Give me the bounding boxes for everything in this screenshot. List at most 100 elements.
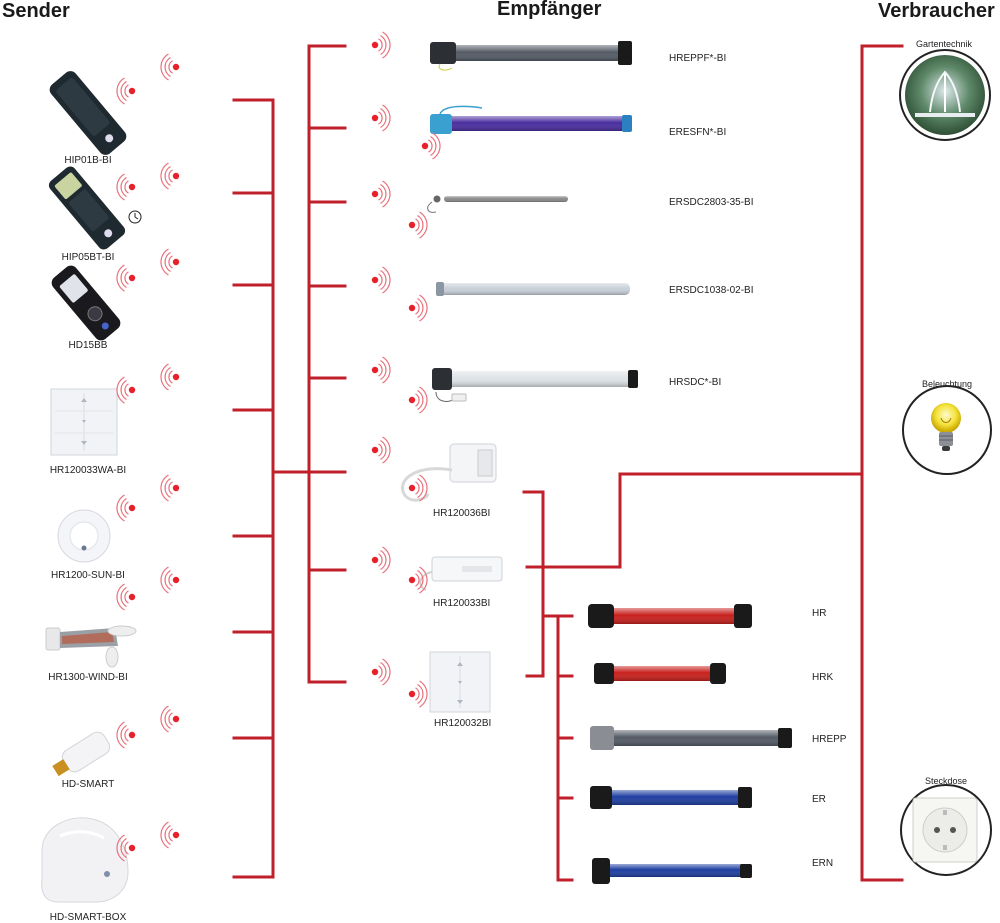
signal-icon: [408, 566, 428, 594]
consumer-column: Gartentechnik Beleuchtung Steckdose: [899, 39, 992, 876]
motor-ern[interactable]: ERN: [592, 858, 833, 884]
sender-label: HD15BB: [69, 340, 108, 351]
wall-receiver-icon: [429, 651, 491, 713]
motor-er[interactable]: ER: [590, 786, 826, 809]
motor-hrepp[interactable]: HREPP: [590, 726, 847, 750]
header-consumer: Verbraucher: [878, 0, 995, 22]
motor-label: HR: [812, 608, 826, 619]
sender-label: HD-SMART: [62, 779, 115, 790]
fountain-icon: [899, 49, 991, 141]
signal-icon: [408, 474, 428, 502]
wiring: [232, 44, 904, 882]
consumer-label: Beleuchtung: [922, 379, 972, 389]
socket-icon: [900, 784, 992, 876]
receiver-label: ERSDC2803-35-BI: [669, 197, 753, 208]
signal-icon: [160, 53, 180, 81]
sender-label: HIP01B-BI: [64, 155, 111, 166]
receiver-ersdc1038[interactable]: ERSDC1038-02-BI: [436, 282, 753, 296]
receiver-hreppf[interactable]: HREPPF*-BI: [430, 41, 726, 71]
signal-icon: [371, 31, 391, 59]
consumer-light[interactable]: Beleuchtung: [902, 379, 992, 475]
remote-control-icon: [49, 71, 127, 155]
signal-icon: [371, 658, 391, 686]
actuator-module-icon: [400, 443, 497, 502]
receiver-label: ERSDC1038-02-BI: [669, 285, 753, 296]
signal-icon: [160, 705, 180, 733]
signal-icon: [408, 386, 428, 414]
smart-box-icon: [41, 817, 129, 903]
signal-icon: [116, 583, 136, 611]
receiver-label: HR120033BI: [433, 598, 490, 609]
tubular-motor-icon: [590, 786, 752, 809]
signal-icon: [371, 104, 391, 132]
sender-hd-smart-box[interactable]: HD-SMART-BOX: [41, 817, 129, 923]
receiver-hr120032[interactable]: HR120032BI: [429, 651, 491, 729]
signal-icon: [116, 264, 136, 292]
consumer-label: Steckdose: [925, 776, 967, 786]
sender-hd-smart[interactable]: HD-SMART: [49, 729, 114, 790]
radio-signals: [116, 31, 441, 862]
receiver-column: HREPPF*-BI ERESFN*-BI ERSDC2803-35-BI: [400, 41, 754, 729]
signal-icon: [116, 834, 136, 862]
motor-label: HREPP: [812, 734, 847, 745]
light-bulb-icon: [902, 385, 992, 475]
receiver-eresfn[interactable]: ERESFN*-BI: [430, 105, 726, 138]
motor-label: ER: [812, 794, 826, 805]
thin-motor-icon: [436, 282, 630, 296]
remote-display-icon: [51, 265, 121, 341]
consumer-garden[interactable]: Gartentechnik: [899, 39, 991, 141]
signal-icon: [371, 266, 391, 294]
signal-icon: [408, 211, 428, 239]
tubular-motor-icon: [588, 604, 752, 628]
signal-icon: [408, 680, 428, 708]
receiver-hr120033[interactable]: HR120033BI: [419, 556, 503, 609]
sender-label: HR120033WA-BI: [50, 465, 126, 476]
motor-label: HRK: [812, 672, 833, 683]
sender-hr120033wa[interactable]: HR120033WA-BI: [50, 388, 126, 476]
motor-hr[interactable]: HR: [588, 604, 826, 628]
signal-icon: [160, 474, 180, 502]
signal-icon: [408, 294, 428, 322]
consumer-socket[interactable]: Steckdose: [900, 776, 992, 876]
sender-hip05bt[interactable]: HIP05BT-BI: [46, 164, 142, 263]
signal-icon: [371, 436, 391, 464]
receiver-label: HREPPF*-BI: [669, 53, 726, 64]
receiver-ersdc2803[interactable]: ERSDC2803-35-BI: [427, 195, 754, 213]
receiver-label: ERESFN*-BI: [669, 127, 726, 138]
usb-stick-icon: [52, 731, 111, 777]
tubular-motor-icon: [592, 858, 752, 884]
receiver-box-icon: [419, 556, 503, 591]
sender-hr1200-sun[interactable]: HR1200-SUN-BI: [51, 509, 125, 581]
signal-icon: [160, 162, 180, 190]
sender-label: HR1200-SUN-BI: [51, 570, 125, 581]
tubular-motor-icon: [590, 726, 792, 750]
header-sender: Sender: [2, 0, 70, 22]
motor-hrk[interactable]: HRK: [594, 663, 833, 684]
receiver-hrsdc[interactable]: HRSDC*-BI: [432, 368, 721, 402]
signal-icon: [160, 248, 180, 276]
wind-sensor-icon: [45, 625, 137, 668]
wall-switch-icon: [50, 388, 118, 456]
motor-column: HR HRK HREPP: [588, 604, 847, 884]
sender-label: HIP05BT-BI: [62, 252, 115, 263]
sender-hr1300-wind[interactable]: HR1300-WIND-BI: [45, 625, 137, 683]
sender-hip01b[interactable]: HIP01B-BI: [47, 68, 129, 166]
receiver-label: HR120036BI: [433, 508, 490, 519]
receiver-label: HR120032BI: [434, 718, 491, 729]
consumer-label: Gartentechnik: [916, 39, 973, 49]
signal-icon: [160, 566, 180, 594]
signal-icon: [371, 546, 391, 574]
thin-motor-icon: [427, 195, 568, 213]
signal-icon: [116, 494, 136, 522]
motor-label: ERN: [812, 858, 833, 869]
sender-hd15bb[interactable]: HD15BB: [49, 263, 123, 351]
signal-icon: [160, 363, 180, 391]
tubular-motor-icon: [430, 105, 632, 134]
signal-icon: [116, 77, 136, 105]
signal-icon: [116, 173, 136, 201]
signal-icon: [160, 821, 180, 849]
header-receiver: Empfänger: [497, 0, 602, 20]
sender-label: HD-SMART-BOX: [50, 912, 127, 923]
receiver-hr120036[interactable]: HR120036BI: [400, 443, 497, 519]
